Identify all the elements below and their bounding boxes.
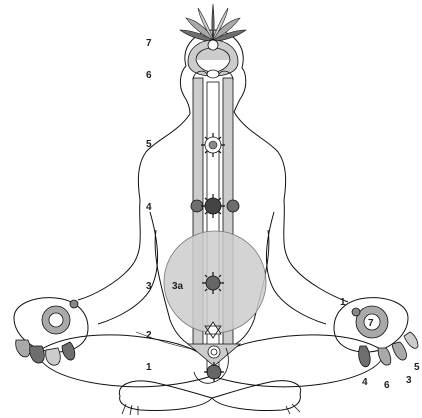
crown-point	[208, 40, 218, 50]
head-left-outline	[180, 66, 190, 114]
label-finger-4: 4	[362, 377, 368, 388]
label-level-3: 3	[146, 281, 152, 292]
left-foot	[119, 381, 212, 411]
right-thumb-point	[352, 308, 360, 316]
right-finger-3	[392, 342, 407, 360]
left-palm-chakra-center	[49, 313, 63, 327]
left-finger-index	[62, 342, 75, 360]
label-finger-5: 5	[414, 362, 420, 373]
label-level-6: 6	[146, 70, 152, 81]
label-right-hand-1: 1	[340, 297, 346, 308]
right-hand	[334, 298, 418, 367]
right-finger-5	[404, 332, 418, 348]
chakra-5-star	[201, 133, 225, 157]
left-finger-middle	[46, 348, 61, 365]
label-level-7: 7	[146, 38, 152, 49]
left-upper-arm	[78, 200, 140, 300]
left-shoulder	[138, 114, 190, 200]
heart-right-node	[227, 200, 239, 212]
label-level-2: 2	[146, 330, 152, 341]
chakra-3a-star	[202, 272, 224, 294]
level-labels: 7 6 5 4 3 3a 2 1 1 7 4 6 3 5	[146, 38, 420, 391]
kundalini-spiral	[208, 346, 220, 358]
label-level-5: 5	[146, 139, 152, 150]
head-channels	[188, 40, 238, 78]
right-upper-arm	[284, 200, 348, 302]
third-eye-point	[207, 70, 219, 78]
right-shoulder	[234, 112, 286, 200]
right-finger-4	[359, 346, 370, 367]
left-thumb-point	[70, 300, 78, 308]
label-right-hand-7: 7	[368, 318, 374, 329]
left-finger-ring	[30, 346, 45, 363]
label-level-4: 4	[146, 202, 152, 213]
label-finger-6: 6	[384, 380, 390, 391]
left-hand	[14, 298, 88, 366]
right-leg-bottom	[212, 350, 383, 387]
right-arm-inner	[266, 212, 326, 324]
label-level-3a: 3a	[172, 281, 184, 292]
right-thigh-top	[212, 335, 382, 362]
left-finger-pinky	[16, 340, 31, 357]
label-finger-3: 3	[406, 375, 412, 386]
right-foot	[212, 381, 301, 411]
left-arm-inner	[98, 212, 158, 324]
label-level-1: 1	[146, 362, 152, 373]
crown-lotus	[180, 4, 246, 42]
